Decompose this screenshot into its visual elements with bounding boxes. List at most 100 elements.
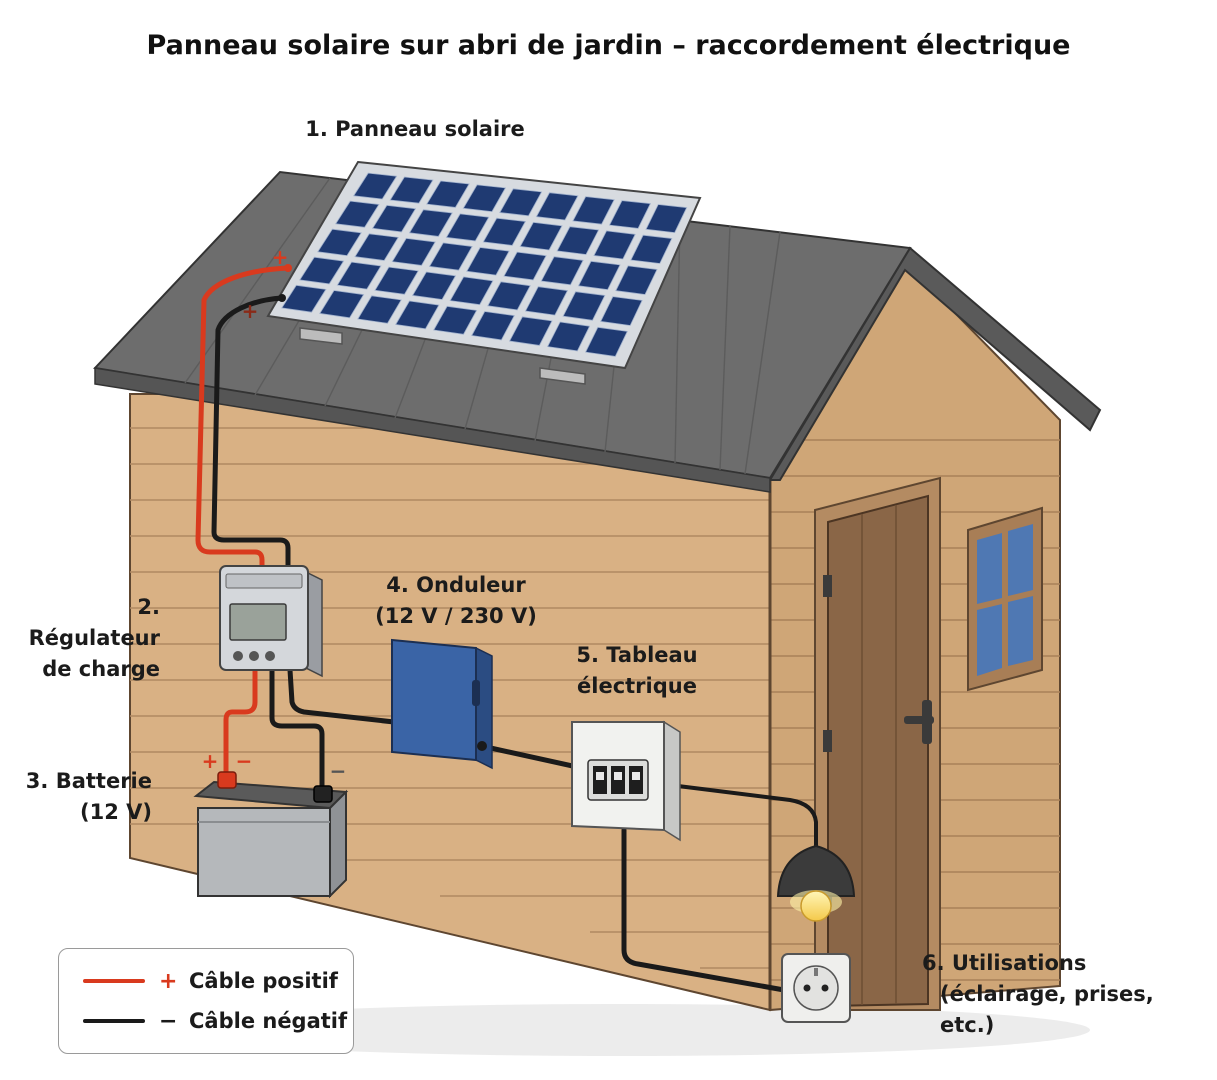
solar-cell — [503, 251, 547, 281]
solar-cell — [615, 265, 658, 295]
cable-board-socket — [621, 827, 787, 993]
solar-cell — [335, 200, 380, 228]
label-inverter: 4. Onduleur (12 V / 230 V) — [356, 570, 556, 632]
cable-panel-negative — [211, 295, 291, 571]
solar-cell — [540, 256, 584, 286]
solar-cell — [389, 176, 434, 204]
solar-cell — [428, 242, 473, 271]
label-inverter-line1: 4. Onduleur — [386, 573, 526, 597]
solar-cell — [535, 192, 579, 221]
solar-cell — [374, 266, 419, 295]
cable-regulator-inverter — [287, 667, 397, 725]
label-solar-panel: 1. Panneau solaire — [300, 114, 530, 145]
breaker-switch — [614, 772, 622, 780]
breaker-switch — [596, 772, 604, 780]
solar-cell — [357, 295, 402, 324]
battery-plus-mark: + — [202, 749, 219, 773]
regulator-button — [265, 651, 275, 661]
label-charge-regulator-line1: 2. Régulateur — [28, 595, 160, 650]
lamp-shade — [776, 844, 856, 897]
solar-panel-cells — [281, 172, 688, 357]
label-inverter-line2: (12 V / 230 V) — [375, 604, 537, 628]
board-side — [663, 720, 681, 842]
legend-item-positive: + Câble positif — [83, 966, 338, 996]
panel-mount-foot — [539, 367, 586, 385]
solar-cell — [630, 234, 673, 264]
solar-cell — [354, 233, 399, 261]
lamp-bulb — [800, 890, 832, 922]
label-battery-line2: (12 V) — [80, 800, 152, 824]
solar-cell — [519, 221, 563, 251]
solar-cell — [466, 247, 510, 276]
cable-regulator-battery-negative — [269, 667, 325, 793]
label-uses-line1: 6. Utilisations — [922, 951, 1087, 975]
battery-minus-mark: − — [236, 749, 253, 773]
battery-side — [329, 789, 347, 899]
breaker-switch — [632, 772, 640, 780]
inverter — [391, 638, 477, 762]
inverter-output-port — [477, 741, 487, 751]
panel-mount-foot — [299, 327, 343, 345]
ground-shadow — [150, 1004, 1090, 1056]
label-solar-panel-text: 1. Panneau solaire — [305, 117, 525, 141]
solar-cell — [411, 271, 457, 300]
window-pane-bl — [977, 604, 1002, 676]
legend-positive-sign: + — [159, 968, 178, 994]
solar-cell — [317, 228, 362, 257]
legend-negative-label: Câble négatif — [189, 1009, 348, 1033]
inverter-vent — [472, 680, 480, 706]
roof-front-edge — [94, 367, 771, 493]
solar-cell — [608, 200, 652, 229]
solar-cell — [645, 204, 688, 234]
legend-positive-swatch — [83, 979, 145, 983]
solar-cell — [600, 296, 643, 326]
label-battery-line1: 3. Batterie — [25, 769, 152, 793]
legend-item-negative: − Câble négatif — [83, 1006, 347, 1036]
window-pane-tr — [1008, 524, 1033, 596]
door-hinge — [823, 575, 832, 597]
battery-terminal-negative — [313, 785, 333, 803]
cable-panel-positive — [195, 265, 291, 571]
solar-cell — [371, 204, 417, 233]
socket-face — [793, 965, 839, 1011]
socket-earth-pin — [814, 968, 818, 976]
window-pane-tl — [977, 533, 1002, 604]
panel-terminal-negative — [278, 294, 286, 302]
solar-cell — [408, 209, 453, 237]
battery-terminal-positive — [217, 771, 237, 789]
solar-cell — [487, 281, 531, 311]
solar-cell — [449, 276, 494, 306]
door-handle — [904, 716, 934, 724]
solar-cell — [577, 260, 621, 291]
solar-cell — [562, 291, 606, 321]
solar-cell — [584, 326, 628, 357]
solar-cell — [281, 284, 327, 313]
solar-cell — [482, 217, 527, 246]
solar-cell — [524, 286, 569, 316]
solar-cell — [572, 196, 615, 225]
window-pane-br — [1008, 596, 1033, 666]
solar-cell — [426, 180, 470, 208]
solar-cell — [433, 305, 478, 335]
label-electrical-board: 5. Tableau électrique — [552, 640, 722, 702]
label-charge-regulator-line2: de charge — [42, 657, 160, 681]
solar-cell — [499, 188, 543, 217]
cable-legend: + Câble positif − Câble négatif — [58, 948, 354, 1054]
solar-cell — [471, 311, 515, 341]
panel-plus-mark-2: + — [242, 299, 259, 323]
legend-positive-label: Câble positif — [189, 969, 338, 993]
cable-regulator-battery-positive — [223, 667, 258, 775]
panel-terminal-positive — [284, 264, 292, 272]
label-electrical-board-line1: 5. Tableau — [576, 643, 698, 667]
legend-negative-swatch — [83, 1019, 145, 1023]
solar-cell — [353, 172, 398, 200]
solar-cell — [299, 256, 345, 285]
solar-cell — [445, 213, 490, 242]
battery-minus-mark-2: − — [330, 759, 347, 783]
regulator-top-strip — [225, 573, 303, 589]
solar-cell — [319, 290, 365, 319]
panel-plus-mark: + — [272, 245, 289, 269]
label-battery: 3. Batterie (12 V) — [0, 766, 152, 828]
door-hinge — [823, 730, 832, 752]
